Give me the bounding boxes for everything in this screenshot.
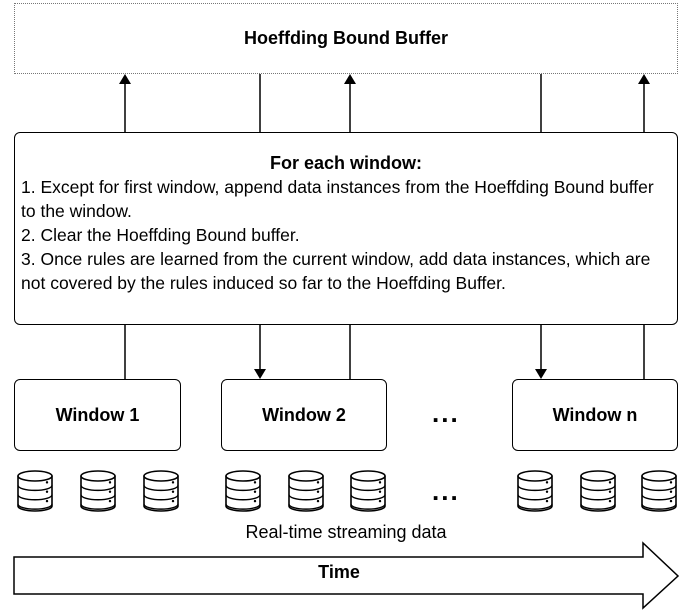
streaming-data-label: Real-time streaming data	[245, 522, 447, 542]
process-box: For each window: 1. Except for first win…	[14, 132, 678, 325]
database-icon	[350, 470, 386, 512]
window-1-label: Window 1	[55, 404, 140, 425]
process-heading: For each window:	[269, 153, 422, 173]
windows-ellipsis: ...	[432, 398, 460, 428]
process-step-2: 2. Clear the Hoeffding Bound buffer.	[21, 225, 300, 245]
time-label: Time	[318, 562, 360, 582]
time-arrow	[13, 541, 680, 610]
database-icon	[225, 470, 261, 512]
process-step-1: 1. Except for first window, append data …	[21, 177, 654, 221]
database-icon	[517, 470, 553, 512]
window-n-label: Window n	[552, 404, 638, 425]
hoeffding-buffer-box: Hoeffding Bound Buffer	[14, 3, 678, 74]
buffer-title: Hoeffding Bound Buffer	[244, 28, 448, 48]
database-icon	[143, 470, 179, 512]
window-n-box: Window n	[512, 379, 678, 451]
databases-ellipsis: ...	[432, 476, 460, 506]
window-2-box: Window 2	[221, 379, 387, 451]
database-icon	[17, 470, 53, 512]
database-icon	[288, 470, 324, 512]
window-1-box: Window 1	[14, 379, 181, 451]
window-2-label: Window 2	[262, 404, 346, 425]
database-icon	[641, 470, 677, 512]
database-icon	[580, 470, 616, 512]
database-icon	[80, 470, 116, 512]
process-step-3: 3. Once rules are learned from the curre…	[21, 249, 651, 293]
